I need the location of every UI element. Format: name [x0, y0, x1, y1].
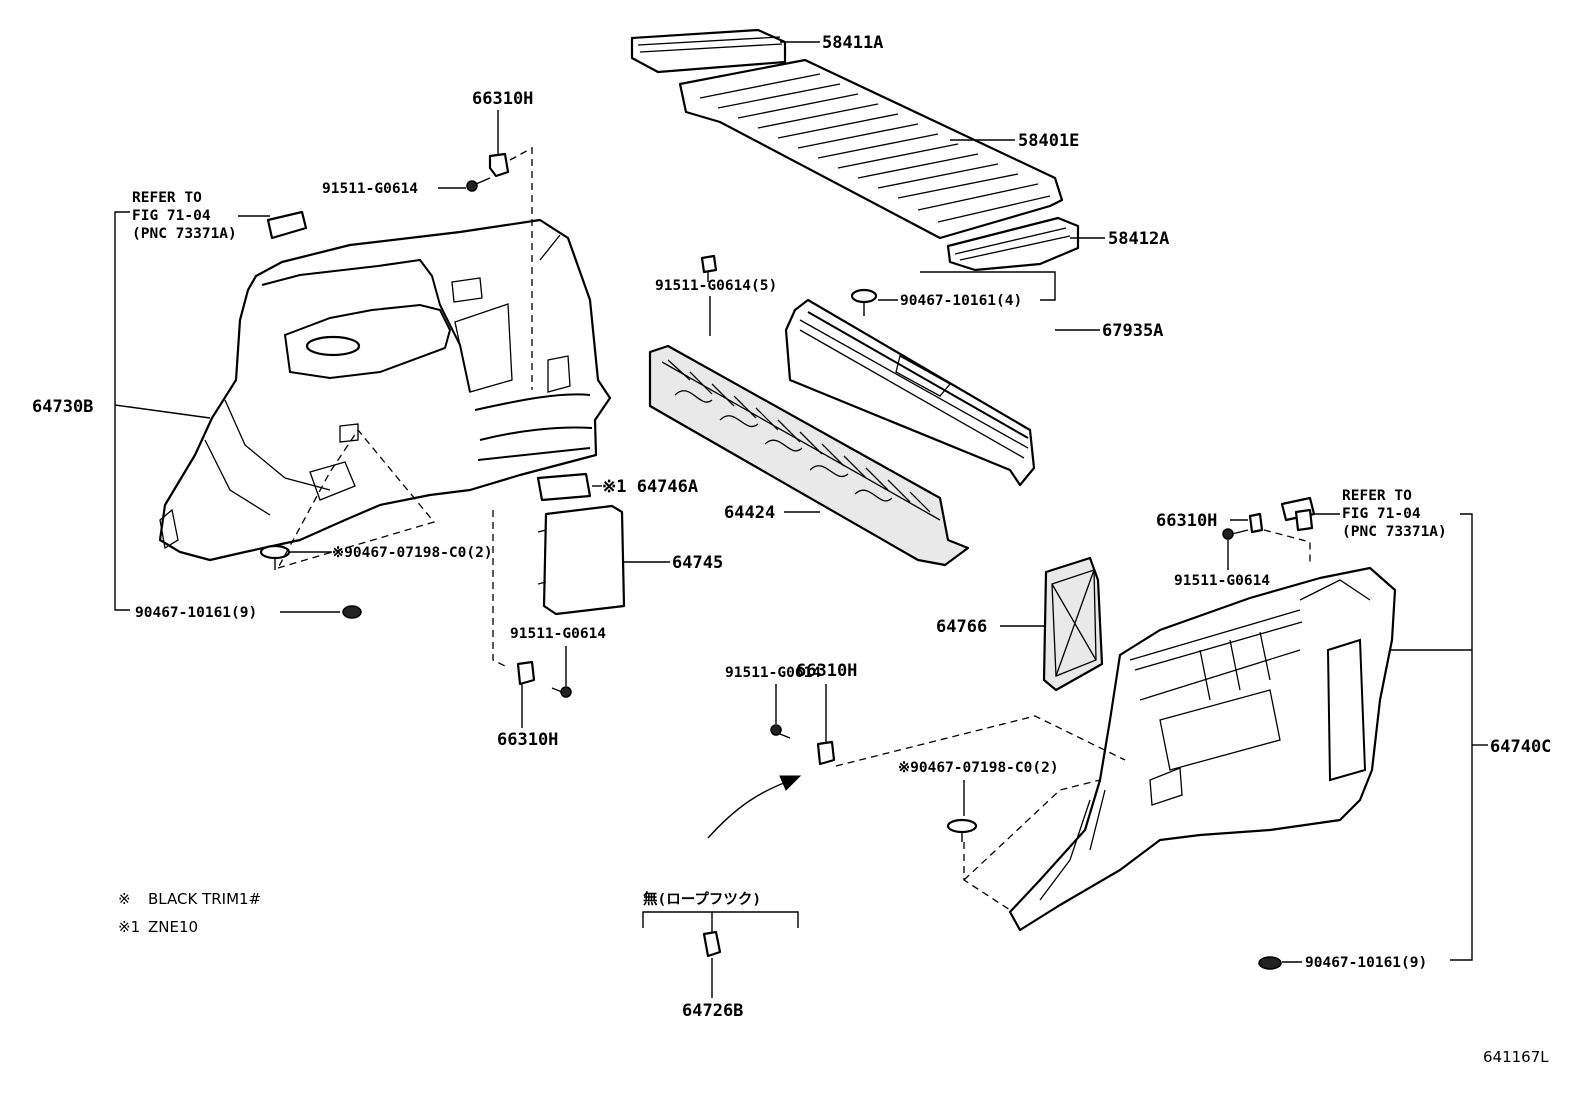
handle-73371a-right [1280, 496, 1316, 532]
refer-right-line1: REFER TO [1342, 488, 1412, 504]
scuff-plate-67935a [784, 298, 1036, 487]
refer-right-line3: (PNC 73371A) [1342, 524, 1447, 540]
bolt-91511-low [770, 724, 791, 739]
label-58411a: 58411A [822, 33, 883, 53]
right-quarter-trim-64740c [1008, 566, 1397, 932]
handle-73371a-left [266, 210, 308, 240]
mat-64766 [1042, 556, 1104, 692]
label-91511-mid: 91511-G0614 [510, 626, 606, 642]
refer-left-line2: FIG 71-04 [132, 208, 211, 224]
clip-90467-07198-left [259, 544, 291, 570]
label-90467-10161-4: 90467-10161(4) [900, 293, 1022, 309]
label-91511-right: 91511-G0614 [1174, 573, 1270, 589]
label-64746a: ※1 64746A [602, 477, 698, 497]
label-64424: 64424 [724, 503, 775, 523]
bolt-91511-mid [551, 686, 572, 698]
label-91511-5: 91511-G0614(5) [655, 278, 777, 294]
left-quarter-trim-64730b [158, 218, 612, 562]
label-64766: 64766 [936, 617, 987, 637]
label-58412a: 58412A [1108, 229, 1169, 249]
clip-66310h-right [1248, 512, 1264, 534]
legend-note1-mark: ※ [118, 890, 131, 908]
label-90467-10161-left: 90467-10161(9) [135, 605, 257, 621]
deck-board-58401e [678, 58, 1064, 240]
clip-66310h-mid [516, 660, 536, 686]
label-58401e: 58401E [1018, 131, 1079, 151]
label-64745: 64745 [672, 553, 723, 573]
legend-note1-text: BLACK TRIM1# [148, 890, 261, 908]
clip-66310h-top [488, 152, 510, 178]
legend-note2-text: ZNE10 [148, 918, 198, 936]
direction-arrow [707, 775, 802, 839]
fastener-90467-10161-right [1258, 956, 1282, 970]
clip-66310h-low [816, 740, 836, 766]
legend-note2-mark: ※1 [118, 918, 140, 936]
clip-91511-5 [700, 254, 718, 282]
bolt-91511-top [466, 177, 491, 192]
label-91511-top: 91511-G0614 [322, 181, 418, 197]
label-64730b: 64730B [32, 397, 93, 417]
refer-left-line3: (PNC 73371A) [132, 226, 237, 242]
hook-64726b [702, 930, 722, 958]
label-91511-low: 91511-G0614 [725, 665, 821, 681]
deck-board-58411a [630, 28, 787, 74]
label-90467-07198-right: ※90467-07198-C0(2) [898, 760, 1059, 776]
label-64740c: 64740C [1490, 737, 1551, 757]
label-rope-hook: 無(ロープフツク) [643, 890, 761, 908]
label-90467-10161-right: 90467-10161(9) [1305, 955, 1427, 971]
figure-id: 641167L [1483, 1048, 1549, 1066]
label-90467-07198-left: ※90467-07198-C0(2) [332, 545, 493, 561]
bolt-91511-right [1222, 528, 1249, 540]
label-66310h-low: 66310H [796, 661, 857, 681]
label-66310h-mid: 66310H [497, 730, 558, 750]
deck-board-58412a [946, 216, 1080, 272]
label-66310h-top: 66310H [472, 89, 533, 109]
cover-64746a [536, 472, 592, 502]
lid-64745 [537, 504, 626, 616]
refer-right-line2: FIG 71-04 [1342, 506, 1421, 522]
label-67935a: 67935A [1102, 321, 1163, 341]
trim-64424 [648, 344, 970, 567]
refer-left-line1: REFER TO [132, 190, 202, 206]
label-66310h-right: 66310H [1156, 511, 1217, 531]
fastener-90467-10161-left [342, 605, 362, 619]
fastener-90467-10161-4 [850, 288, 878, 316]
clip-90467-07198-right [946, 818, 978, 842]
label-64726b: 64726B [682, 1001, 743, 1021]
